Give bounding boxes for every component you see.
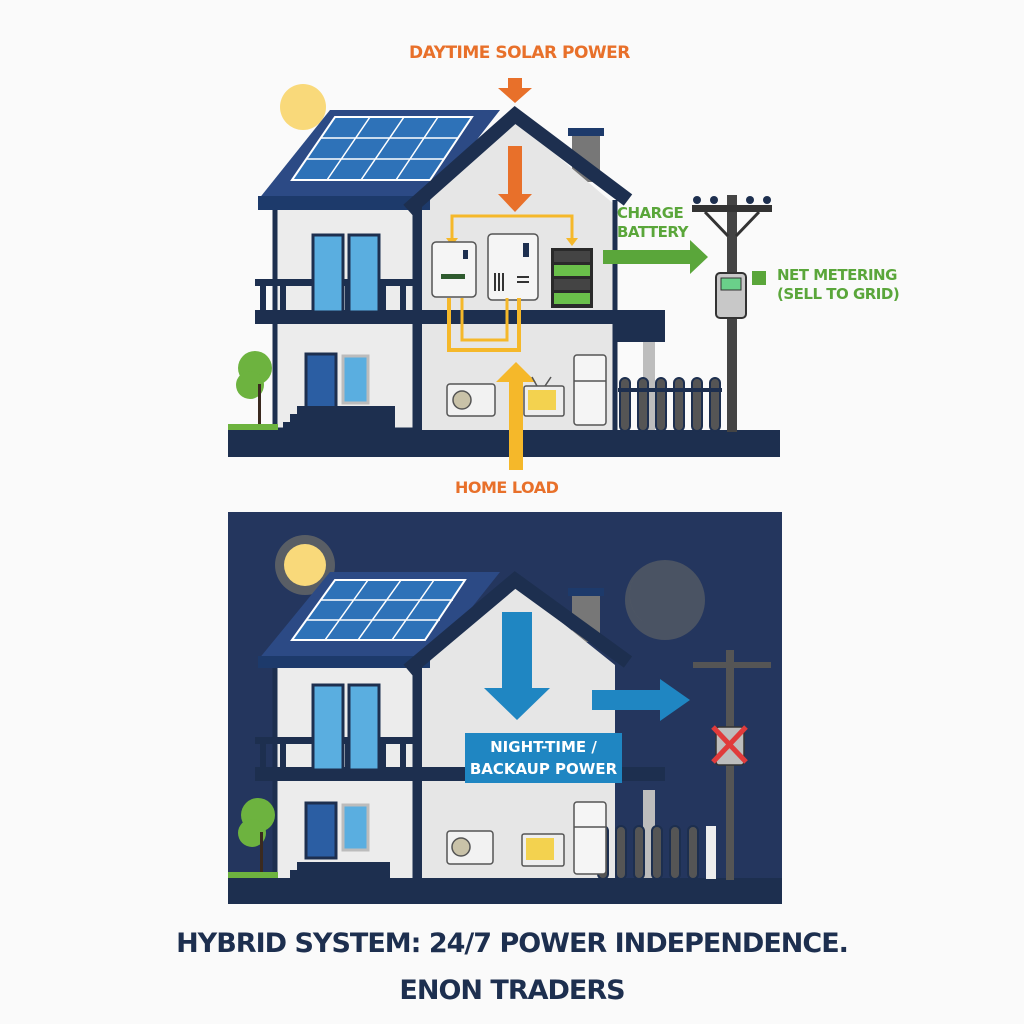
ac-unit-icon <box>446 830 494 865</box>
net-metering-label: NET METERING (SELL TO GRID) <box>777 266 900 304</box>
tv-icon <box>521 833 565 867</box>
solar-arrow-in <box>498 146 532 212</box>
tv-icon <box>523 376 565 417</box>
footer-subtitle: ENON TRADERS <box>399 975 625 1006</box>
grid-export-arrow <box>592 679 690 721</box>
meter-disconnected-icon <box>711 725 748 766</box>
charge-battery-label: CHARGE BATTERY <box>617 204 689 242</box>
sun-icon <box>284 544 326 586</box>
solar-panel-icon <box>290 116 474 181</box>
battery-icon <box>551 248 593 308</box>
solar-panel-icon <box>290 579 467 641</box>
night-scene <box>228 512 782 904</box>
net-metering-line1: NET METERING <box>777 266 897 284</box>
backup-power-arrow <box>484 612 550 720</box>
home-load-label: HOME LOAD <box>455 478 559 497</box>
ac-unit-icon <box>446 383 496 417</box>
night-backup-line2: BACKAUP POWER <box>469 760 618 778</box>
night-backup-label: NIGHT-TIME / BACKAUP POWER <box>465 733 622 783</box>
fridge-icon <box>573 354 607 426</box>
sun-icon <box>280 84 326 130</box>
moon-icon <box>625 560 705 640</box>
charge-battery-arrow <box>603 240 708 274</box>
meter-icon <box>715 272 747 319</box>
day-house-illustration <box>228 78 780 470</box>
daytime-solar-label: DAYTIME SOLAR POWER <box>409 43 630 63</box>
solar-arrow-top <box>498 78 532 103</box>
home-load-arrow <box>496 362 536 470</box>
night-house-illustration <box>228 535 782 904</box>
tree-icon <box>238 798 275 874</box>
charge-battery-line1: CHARGE <box>617 204 684 222</box>
tree-icon <box>236 351 272 426</box>
controller-icon <box>487 233 539 301</box>
inverter-icon <box>431 241 477 298</box>
fridge-icon <box>573 801 607 875</box>
net-metering-line2: (SELL TO GRID) <box>777 285 900 303</box>
charge-battery-line2: BATTERY <box>617 223 689 241</box>
day-scene <box>0 0 1024 500</box>
footer-title: HYBRID SYSTEM: 24/7 POWER INDEPENDENCE. <box>176 928 849 959</box>
night-backup-line1: NIGHT-TIME / <box>490 738 597 756</box>
